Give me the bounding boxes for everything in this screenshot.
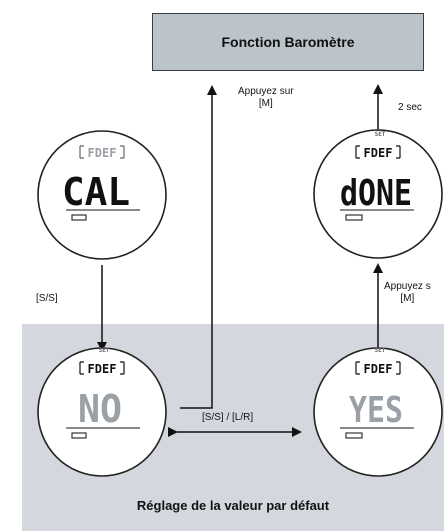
screen-header: FDEF — [364, 362, 393, 376]
screen-top-text: SET — [375, 347, 386, 354]
ss-lr-label: [S/S] / [L/R] — [202, 412, 254, 423]
press-m-label-right: Appuyez s [M] — [384, 281, 431, 304]
two-sec-label: 2 sec — [398, 102, 422, 113]
screen-header: FDEF — [88, 362, 117, 376]
press-m-label-top: Appuyez sur [M] — [238, 86, 294, 109]
screen-yes: SET FDEF YES — [313, 347, 443, 477]
screen-main: dONE — [340, 173, 412, 214]
screen-cal: FDEF CAL — [37, 130, 167, 260]
screen-done: SET FDEF dONE — [313, 129, 443, 259]
screen-header: FDEF — [364, 146, 393, 160]
screen-header: FDEF — [88, 146, 117, 160]
arrow-no-to-barometer — [180, 85, 217, 409]
screen-no: SET FDEF NO — [37, 347, 167, 477]
screen-main: CAL — [62, 170, 130, 214]
panel-caption: Réglage de la valeur par défaut — [136, 498, 330, 513]
barometer-function-box: Fonction Baromètre — [152, 13, 424, 71]
screen-main: YES — [349, 390, 403, 431]
barometer-function-label: Fonction Baromètre — [221, 34, 355, 50]
screen-main: NO — [78, 387, 122, 431]
screen-top-text: SET — [99, 347, 110, 354]
ss-label: [S/S] — [36, 293, 58, 304]
screen-top-text: SET — [375, 131, 386, 138]
